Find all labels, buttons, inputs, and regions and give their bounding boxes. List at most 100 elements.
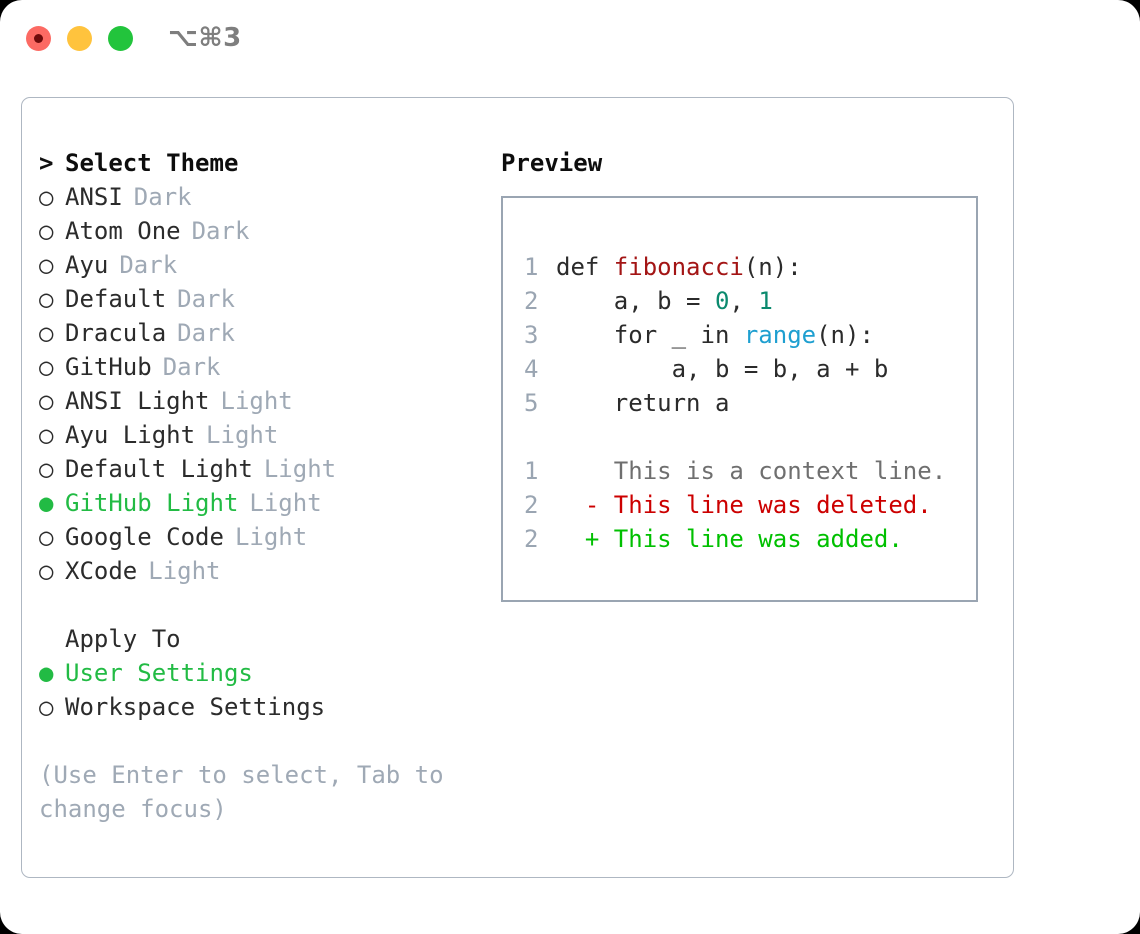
radio-unselected-icon: ○: [39, 523, 54, 551]
spacer: [39, 588, 489, 622]
theme-item-label: GitHub: [65, 353, 152, 381]
radio-selected-icon: ●: [39, 489, 54, 517]
minimize-button[interactable]: [67, 26, 92, 51]
theme-variant-badge: Light: [206, 421, 279, 449]
theme-list-item[interactable]: ● GitHub Light Light: [39, 486, 489, 520]
preview-title: Preview: [501, 149, 603, 177]
apply-to-item[interactable]: ●User Settings: [39, 656, 489, 690]
keyboard-hint-text: (Use Enter to select, Tab to change focu…: [39, 761, 444, 823]
line-number: 1: [524, 253, 539, 281]
theme-item-label: Ayu: [65, 251, 109, 279]
line-number: 5: [524, 389, 539, 417]
line-number: 2: [524, 491, 539, 519]
theme-variant-badge: Dark: [177, 285, 235, 313]
theme-variant-badge: Dark: [191, 217, 250, 245]
code-token: def: [556, 253, 614, 281]
theme-list-item[interactable]: ○ GitHub Dark: [39, 350, 489, 384]
apply-to-list: ●User Settings○Workspace Settings: [39, 656, 489, 724]
code-token: a, b =: [556, 287, 715, 315]
radio-unselected-icon: ○: [39, 183, 54, 211]
code-token: ,: [729, 287, 759, 315]
code-token: for _ in: [556, 321, 744, 349]
theme-item-label: Ayu Light: [65, 421, 196, 449]
spacer-icon: ○: [39, 622, 65, 656]
radio-unselected-icon: ○: [39, 557, 54, 585]
theme-variant-badge: Dark: [177, 319, 235, 347]
code-line-content: return a: [556, 386, 730, 420]
theme-item-label: ANSI Light: [65, 387, 210, 415]
close-button[interactable]: [26, 26, 51, 51]
radio-unselected-icon: ○: [39, 693, 54, 721]
diff-marker: -: [556, 491, 600, 519]
code-line: 3 for _ in range(n):: [524, 318, 976, 352]
prompt-caret-icon: >: [39, 149, 54, 177]
code-line-content: a, b = b, a + b: [556, 352, 889, 386]
theme-list-item[interactable]: ○ Google Code Light: [39, 520, 489, 554]
apply-to-item[interactable]: ○Workspace Settings: [39, 690, 489, 724]
window-controls: [26, 26, 133, 51]
diff-line-text: This line was added.: [599, 525, 903, 553]
diff-line-text: This line was deleted.: [599, 491, 932, 519]
theme-item-label: Dracula: [65, 319, 167, 347]
theme-variant-badge: Light: [249, 489, 322, 517]
theme-item-label: Default: [65, 285, 167, 313]
code-line: 5 return a: [524, 386, 976, 420]
code-token: (n):: [816, 321, 874, 349]
theme-item-label: Google Code: [65, 523, 224, 551]
line-number: 2: [524, 287, 539, 315]
page-title: Select Theme: [65, 149, 239, 177]
radio-unselected-icon: ○: [39, 353, 54, 381]
code-token: fibonacci: [613, 253, 744, 281]
radio-unselected-icon: ○: [39, 319, 54, 347]
diff-marker: [556, 454, 599, 488]
code-token: a, b = b, a + b: [556, 355, 889, 383]
theme-list-item[interactable]: ○ Ayu Dark: [39, 248, 489, 282]
line-number: 2: [524, 525, 539, 553]
theme-variant-badge: Dark: [162, 353, 221, 381]
code-line-content: a, b = 0, 1: [556, 284, 773, 318]
apply-to-item-label: User Settings: [65, 659, 253, 687]
theme-item-label: GitHub Light: [65, 489, 239, 517]
keyboard-shortcut-label: ⌥⌘3: [168, 23, 242, 53]
title-bar: ⌥⌘3: [0, 0, 1140, 78]
diff-line: 2 - This line was deleted.: [524, 488, 976, 522]
theme-variant-badge: Light: [234, 523, 308, 551]
radio-unselected-icon: ○: [39, 217, 54, 245]
theme-list-item[interactable]: ○ Dracula Dark: [39, 316, 489, 350]
apply-to-header: ○ Apply To: [39, 622, 489, 656]
theme-variant-badge: Light: [263, 455, 337, 483]
code-line-content: for _ in range(n):: [556, 318, 874, 352]
theme-picker-header: > Select Theme: [39, 146, 489, 180]
code-token: (n):: [743, 253, 802, 281]
recording-dot-icon: [34, 34, 43, 43]
diff-sample: 1 This is a context line.2 - This line w…: [524, 454, 976, 556]
theme-item-label: XCode: [65, 557, 138, 585]
code-token: range: [743, 321, 817, 349]
code-token: return a: [556, 389, 730, 417]
diff-line-text: This is a context line.: [599, 457, 947, 485]
radio-unselected-icon: ○: [39, 387, 54, 415]
code-token: 1: [758, 287, 773, 315]
line-number: 3: [524, 321, 539, 349]
theme-list-item[interactable]: ○ Atom One Dark: [39, 214, 489, 248]
radio-unselected-icon: ○: [39, 455, 54, 483]
radio-unselected-icon: ○: [39, 251, 54, 279]
maximize-button[interactable]: [108, 26, 133, 51]
theme-item-label: Atom One: [65, 217, 181, 245]
line-number: 1: [524, 457, 539, 485]
theme-variant-badge: Dark: [119, 251, 178, 279]
code-line: 2 a, b = 0, 1: [524, 284, 976, 318]
diff-line: 1 This is a context line.: [524, 454, 976, 488]
